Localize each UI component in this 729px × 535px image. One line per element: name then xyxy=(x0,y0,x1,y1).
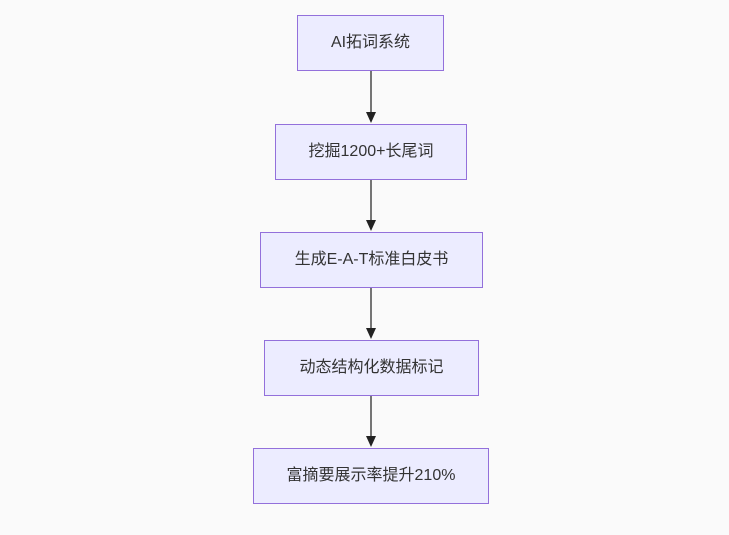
flow-node-label: 动态结构化数据标记 xyxy=(299,359,444,376)
flow-node-structured-data-markup: 动态结构化数据标记 xyxy=(264,340,479,396)
flow-node-label: 挖掘1200+长尾词 xyxy=(308,143,434,160)
arrow-n4-n5 xyxy=(366,396,376,447)
arrow-n2-n3 xyxy=(366,180,376,231)
flow-node-ai-word-expansion: AI拓词系统 xyxy=(297,15,444,71)
flow-node-label: 富摘要展示率提升210% xyxy=(286,467,456,484)
flow-node-eat-whitepaper: 生成E-A-T标准白皮书 xyxy=(260,232,483,288)
flow-node-label: 生成E-A-T标准白皮书 xyxy=(294,251,449,268)
flow-node-rich-snippet-result: 富摘要展示率提升210% xyxy=(253,448,489,504)
flow-node-longtail-mining: 挖掘1200+长尾词 xyxy=(275,124,467,180)
flow-node-label: AI拓词系统 xyxy=(330,34,411,51)
arrow-n1-n2 xyxy=(366,71,376,123)
arrow-n3-n4 xyxy=(366,288,376,339)
